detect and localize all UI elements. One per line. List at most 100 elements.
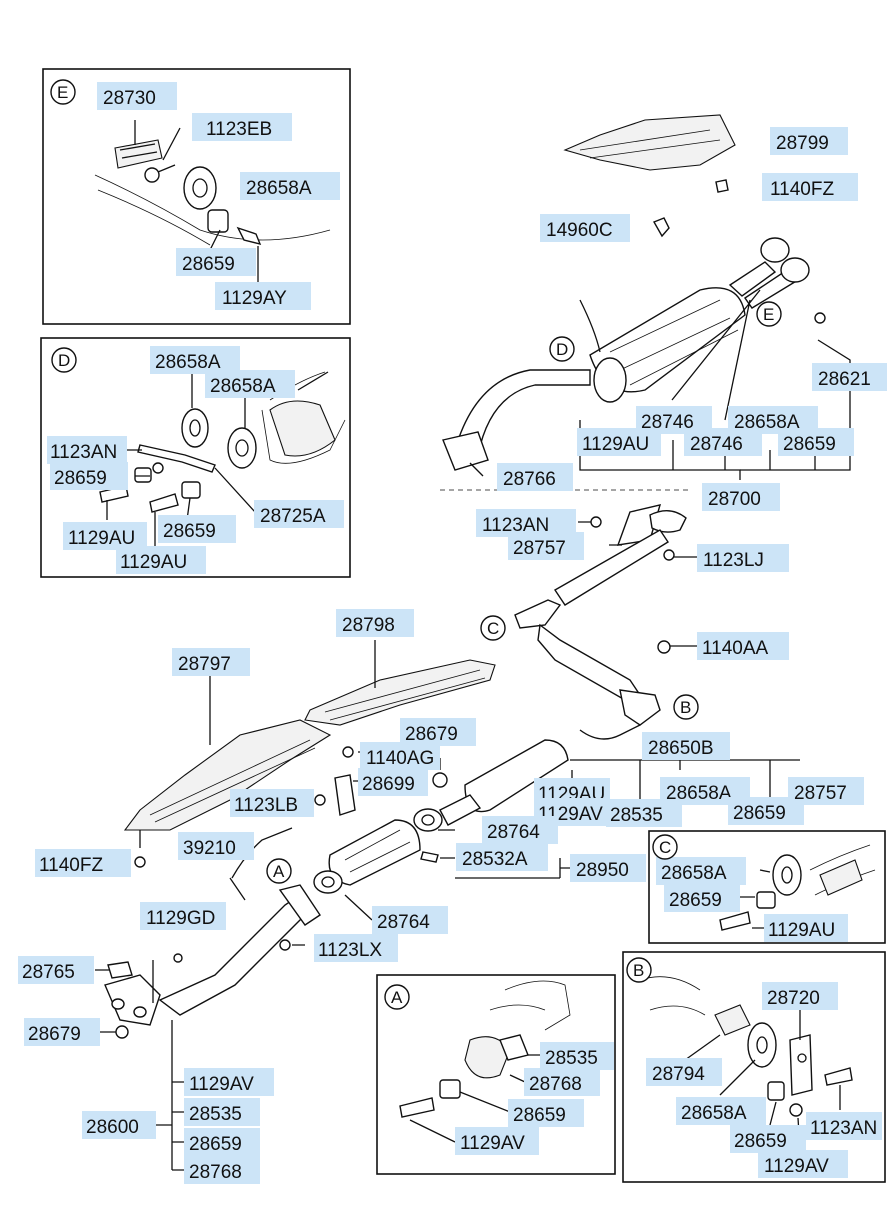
svg-text:1123LJ: 1123LJ <box>703 550 764 571</box>
svg-text:1129GD: 1129GD <box>146 908 215 929</box>
part-label: 28535 <box>606 799 682 827</box>
bolt-d2 <box>149 493 179 513</box>
rubber-hanger-d2 <box>227 427 257 469</box>
detail-box-d <box>40 337 351 578</box>
part-label: 28768 <box>184 1156 260 1184</box>
part-label: 28699 <box>358 768 428 796</box>
heat-shield-28798 <box>304 659 496 726</box>
gasket-28766 <box>442 431 489 471</box>
svg-text:B: B <box>680 698 691 717</box>
svg-text:28768: 28768 <box>529 1074 582 1095</box>
svg-text:28768: 28768 <box>189 1162 242 1183</box>
svg-text:28757: 28757 <box>513 538 566 559</box>
svg-text:1140AA: 1140AA <box>702 638 769 659</box>
svg-text:28600: 28600 <box>86 1117 139 1138</box>
hanger-28794 <box>714 1004 751 1036</box>
part-label: 28658A <box>205 370 295 398</box>
svg-text:1129AU: 1129AU <box>68 528 135 549</box>
part-label: 1123AN <box>806 1112 882 1140</box>
part-label: 28768 <box>524 1068 600 1096</box>
svg-text:28621: 28621 <box>818 369 871 390</box>
svg-text:28720: 28720 <box>767 988 820 1009</box>
svg-text:28764: 28764 <box>487 822 540 843</box>
svg-text:28659: 28659 <box>783 434 836 455</box>
part-label: 1129AU <box>764 914 848 942</box>
muffler-assembly <box>442 114 851 480</box>
part-label: 28764 <box>372 906 448 934</box>
svg-text:28746: 28746 <box>690 434 743 455</box>
part-label: 28659 <box>158 515 236 543</box>
box-b-drawing <box>639 976 853 1151</box>
part-label: 28658A <box>656 857 746 885</box>
hanger-rod-28725a <box>137 444 216 473</box>
ref-circle: D <box>51 347 77 373</box>
svg-text:28658A: 28658A <box>246 178 312 199</box>
bolt-1123an-main <box>590 516 602 528</box>
part-label: 28766 <box>497 463 573 491</box>
svg-text:1140AG: 1140AG <box>366 748 434 769</box>
part-label: 1129AY <box>215 282 311 310</box>
svg-text:28659: 28659 <box>734 1131 787 1152</box>
part-label: 39210 <box>178 832 254 860</box>
svg-text:28659: 28659 <box>182 254 235 275</box>
ref-circle: B <box>626 957 652 983</box>
bolt-1140fz-bot <box>134 856 146 868</box>
svg-text:1123EB: 1123EB <box>206 119 272 140</box>
bolt-28621 <box>814 312 826 324</box>
part-label: 28679 <box>24 1018 100 1046</box>
pipe-end-c <box>819 859 863 896</box>
part-label: 28700 <box>702 483 780 511</box>
box-d-drawing <box>99 371 346 550</box>
svg-text:14960C: 14960C <box>546 220 613 241</box>
part-label: 1140AA <box>697 632 789 660</box>
hanger-b-region <box>619 689 661 726</box>
svg-text:1123AN: 1123AN <box>50 442 117 463</box>
svg-text:1123LX: 1123LX <box>318 940 382 961</box>
svg-text:28725A: 28725A <box>260 506 326 527</box>
part-label: 28659 <box>730 1125 806 1153</box>
part-label: 28725A <box>254 500 344 528</box>
rubber-hanger-28658a <box>183 166 217 210</box>
tailpipe-tip-1 <box>760 237 790 263</box>
part-label: 28798 <box>336 609 414 637</box>
detail-box-e <box>42 68 351 325</box>
pipe-joint <box>439 794 482 826</box>
resonator-front <box>554 529 669 606</box>
part-label: 28679 <box>400 718 476 746</box>
svg-text:28798: 28798 <box>342 615 395 636</box>
bolt-1129ay <box>236 226 262 246</box>
svg-text:B: B <box>633 961 644 980</box>
svg-text:28679: 28679 <box>405 724 458 745</box>
svg-text:C: C <box>659 838 671 857</box>
svg-text:D: D <box>58 351 70 370</box>
part-label: 28757 <box>508 532 584 560</box>
rubber-hanger-b <box>747 1022 777 1068</box>
ref-circle: A <box>266 858 292 884</box>
svg-text:A: A <box>391 988 403 1007</box>
bolt-1129gd <box>173 953 183 963</box>
rubber-hanger-a <box>464 1036 511 1079</box>
gasket-28765 <box>107 961 133 979</box>
svg-text:28659: 28659 <box>54 468 107 489</box>
svg-text:1140FZ: 1140FZ <box>39 855 103 876</box>
part-label: 28659 <box>50 462 128 490</box>
svg-text:1129AV: 1129AV <box>764 1156 829 1177</box>
part-label: 28764 <box>482 816 558 844</box>
part-label: 28799 <box>770 127 848 155</box>
gasket-28764-upper <box>413 808 443 832</box>
bracket-28720 <box>789 1034 813 1096</box>
svg-text:28659: 28659 <box>163 521 216 542</box>
bushing-28659 <box>207 209 229 233</box>
svg-text:E: E <box>763 305 774 324</box>
svg-text:A: A <box>273 862 285 881</box>
svg-text:28658A: 28658A <box>666 783 732 804</box>
svg-text:1123LB: 1123LB <box>234 795 298 816</box>
nut-28679-upper <box>432 772 448 788</box>
bolt-b-1123an <box>824 1067 853 1086</box>
part-label: 1129AU <box>63 522 147 550</box>
part-label: 28650B <box>642 732 730 760</box>
svg-text:28658A: 28658A <box>210 376 276 397</box>
svg-text:28650B: 28650B <box>648 738 714 759</box>
part-label: 1129GD <box>140 902 226 930</box>
